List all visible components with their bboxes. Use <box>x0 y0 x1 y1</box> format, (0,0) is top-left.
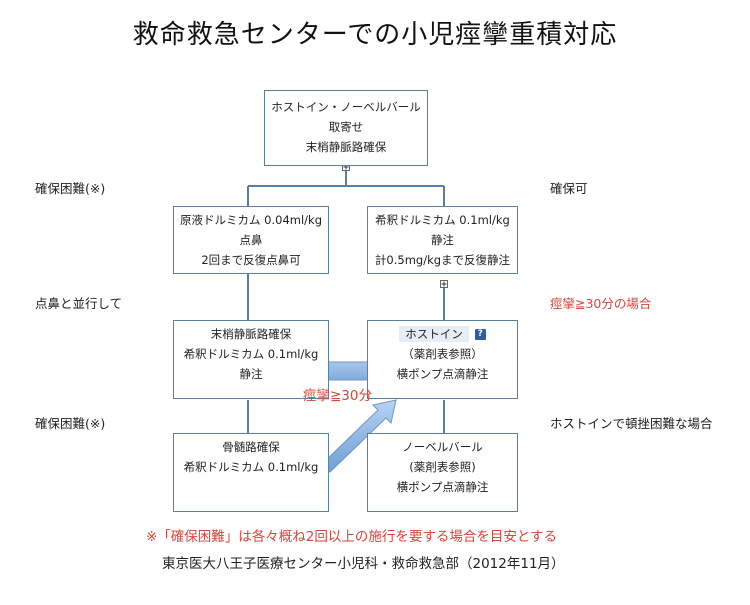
question-mark-icon[interactable]: ? <box>474 329 486 340</box>
box-line: 原液ドルミカム 0.04ml/kg <box>180 213 322 227</box>
side-label-seizure: 痙攣≧30分の場合 <box>550 296 652 311</box>
box-line: 横ポンプ点滴静注 <box>396 480 489 494</box>
intraosseous-box: 骨髄路確保 希釈ドルミカム 0.1ml/kg <box>173 433 329 512</box>
block-arrow-icon <box>317 399 397 473</box>
source-line: 東京医大八王子医療センター小児科・救命救急部（2012年11月） <box>162 556 565 572</box>
box-line: 横ポンプ点滴静注 <box>396 367 489 381</box>
box-line: 希釈ドルミカム 0.1ml/kg <box>183 347 319 361</box>
box-line: （薬剤表参照） <box>402 347 483 361</box>
box-line: 計0.5mg/kgまで反復静注 <box>374 253 511 267</box>
box-line: 末梢静脈路確保 <box>210 327 292 341</box>
page-title: 救命救急センターでの小児痙攣重積対応 <box>132 20 618 50</box>
fosphenytoin-box: ホストイン? （薬剤表参照） 横ポンプ点滴静注 <box>367 320 518 399</box>
box-line: 取寄せ <box>328 120 364 134</box>
phenobarbital-box: ノーベルバール (薬剤表参照) 横ポンプ点滴静注 <box>367 433 518 512</box>
top-box: ホストイン・ノーベルバール 取寄せ 末梢静脈路確保 <box>264 90 428 166</box>
box-line: ホストイン・ノーベルバール <box>271 100 421 114</box>
box-line: 静注 <box>431 233 454 247</box>
side-label-possible: 確保可 <box>550 181 588 196</box>
expand-toggle-icon[interactable] <box>440 280 448 288</box>
side-label-difficult-1: 確保困難(※) <box>35 181 106 196</box>
box-line: 静注 <box>239 367 263 381</box>
box-line: 希釈ドルミカム 0.1ml/kg <box>183 460 319 474</box>
iv-midazolam-box: 希釈ドルミカム 0.1ml/kg 静注 計0.5mg/kgまで反復静注 <box>367 206 518 274</box>
box-line: 希釈ドルミカム 0.1ml/kg <box>375 213 510 227</box>
nasal-midazolam-box: 原液ドルミカム 0.04ml/kg 点鼻 2回まで反復点鼻可 <box>173 206 329 274</box>
side-label-fosphenytoin-failed: ホストインで頓挫困難な場合 <box>550 416 713 431</box>
box-line: 点鼻 <box>239 233 263 247</box>
side-label-nasal: 点鼻と並行して <box>35 296 123 311</box>
side-label-difficult-2: 確保困難(※) <box>35 416 106 431</box>
box-line: 骨髄路確保 <box>222 440 280 454</box>
peripheral-iv-box: 末梢静脈路確保 希釈ドルミカム 0.1ml/kg 静注 <box>173 320 329 399</box>
box-line: 2回まで反復点鼻可 <box>201 253 301 267</box>
box-title-line: ホストイン? <box>368 324 517 344</box>
box-line: (薬剤表参照) <box>409 460 476 474</box>
fosphenytoin-label[interactable]: ホストイン <box>399 326 469 342</box>
arrow-label: 痙攣≧30分 <box>303 388 372 404</box>
footnote: ※「確保困難」は各々概ね2回以上の施行を要する場合を目安とする <box>146 529 557 545</box>
box-line: 末梢静脈路確保 <box>305 140 387 154</box>
box-line: ノーベルバール <box>402 440 483 454</box>
